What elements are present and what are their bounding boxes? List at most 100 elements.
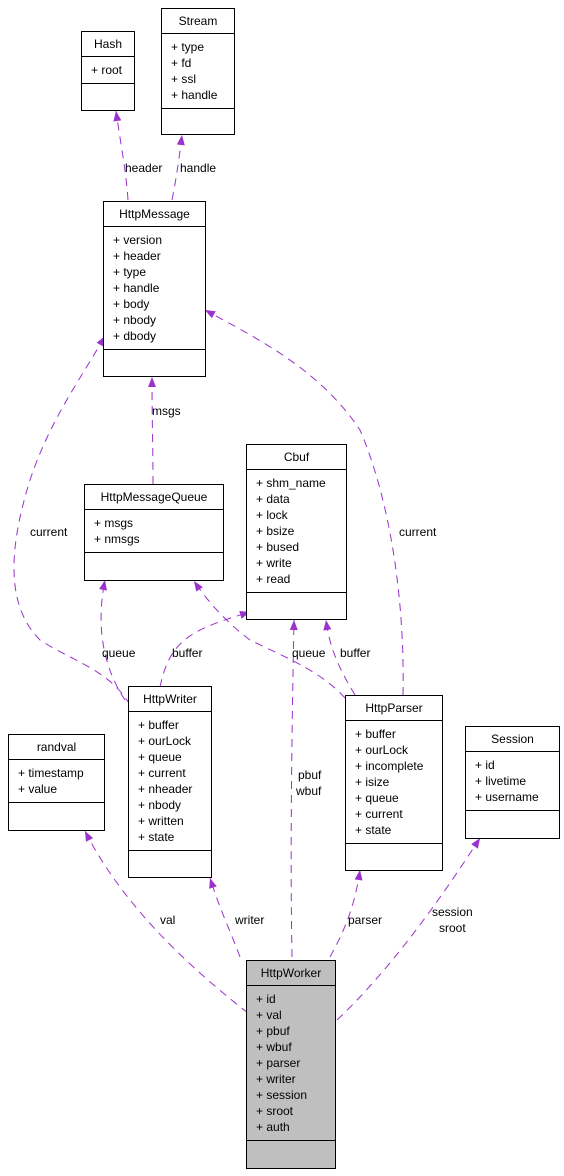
attribute: + auth	[256, 1120, 290, 1134]
class-title: HttpMessage	[104, 202, 205, 227]
attribute: + wbuf	[256, 1040, 292, 1054]
class-session: Session + id + livetime + username	[465, 726, 560, 839]
class-attributes: + shm_name + data + lock + bsize + bused…	[247, 470, 346, 593]
class-attributes: + id + livetime + username	[466, 752, 559, 811]
attribute: + parser	[256, 1056, 301, 1070]
attribute: + type	[113, 265, 147, 279]
attribute: + state	[355, 823, 392, 837]
attribute: + buffer	[355, 727, 396, 741]
class-attributes: + root	[82, 57, 134, 84]
attribute: + id	[475, 758, 495, 772]
edge-label-handle: handle	[180, 161, 217, 175]
attribute: + nbody	[138, 798, 182, 812]
class-title: Session	[466, 727, 559, 752]
attribute: + writer	[256, 1072, 296, 1086]
edge-header	[113, 110, 129, 201]
edge-label-buffer-writer: buffer	[172, 646, 203, 660]
class-attributes: + version + header + type + handle + bod…	[104, 227, 205, 350]
attribute: + handle	[113, 281, 160, 295]
attribute: + id	[256, 992, 276, 1006]
attribute: + ssl	[171, 72, 197, 86]
attribute: + header	[113, 249, 161, 263]
attribute: + timestamp	[18, 766, 84, 780]
edge-label-pbuf: pbuf	[298, 768, 322, 782]
edge-handle	[171, 134, 185, 201]
attribute: + queue	[355, 791, 399, 805]
attribute: + sroot	[256, 1104, 294, 1118]
attribute: + shm_name	[256, 476, 326, 490]
class-title: Hash	[82, 32, 134, 57]
edge-val	[84, 830, 249, 1014]
attribute: + val	[256, 1008, 282, 1022]
attribute: + isize	[355, 775, 390, 789]
edge-msgs	[148, 376, 157, 485]
edge-label-queue-parser: queue	[292, 646, 326, 660]
class-httpparser: HttpParser + buffer + ourLock + incomple…	[345, 695, 443, 871]
edge-label-current-right: current	[399, 525, 437, 539]
edge-label-buffer-parser: buffer	[340, 646, 371, 660]
attribute: + state	[138, 830, 175, 844]
class-httpmessage: HttpMessage + version + header + type + …	[103, 201, 206, 377]
attribute: + root	[91, 63, 123, 77]
class-attributes: + timestamp + value	[9, 760, 104, 803]
attribute: + current	[138, 766, 186, 780]
edge-buffer-writer	[159, 611, 251, 688]
attribute: + nmsgs	[94, 532, 140, 546]
class-stream: Stream + type + fd + ssl + handle	[161, 8, 235, 135]
attribute: + dbody	[113, 329, 157, 343]
attribute: + pbuf	[256, 1024, 290, 1038]
class-attributes: + msgs + nmsgs	[85, 510, 223, 553]
attribute: + session	[256, 1088, 308, 1102]
class-title: HttpWriter	[129, 687, 211, 712]
edge-writer	[209, 877, 241, 958]
edge-label-parser: parser	[348, 913, 383, 927]
edge-queue-writer	[99, 579, 126, 701]
class-cbuf: Cbuf + shm_name + data + lock + bsize + …	[246, 444, 347, 620]
attribute: + value	[18, 782, 58, 796]
attribute: + body	[113, 297, 150, 311]
attribute: + username	[475, 790, 539, 804]
attribute: + bsize	[256, 524, 295, 538]
attribute: + nheader	[138, 782, 193, 796]
attribute: + livetime	[475, 774, 527, 788]
class-httpworker: HttpWorker + id + val + pbuf + wbuf + pa…	[246, 960, 336, 1169]
attribute: + buffer	[138, 718, 179, 732]
class-randval: randval + timestamp + value	[8, 734, 105, 831]
attribute: + version	[113, 233, 163, 247]
class-httpmessagequeue: HttpMessageQueue + msgs + nmsgs	[84, 484, 224, 581]
edge-label-session: session	[432, 905, 473, 919]
attribute: + lock	[256, 508, 288, 522]
attribute: + written	[138, 814, 184, 828]
edge-queue-parser	[193, 580, 346, 699]
edge-label-val: val	[160, 913, 176, 927]
edge-label-header: header	[125, 161, 163, 175]
attribute: + nbody	[113, 313, 157, 327]
attribute: + type	[171, 40, 205, 54]
attribute: + write	[256, 556, 292, 570]
attribute: + msgs	[94, 516, 134, 530]
class-attributes: + type + fd + ssl + handle	[162, 34, 234, 109]
edge-parser	[329, 869, 363, 958]
edge-label-wbuf: wbuf	[296, 784, 322, 798]
attribute: + data	[256, 492, 290, 506]
class-title: HttpParser	[346, 696, 442, 721]
attribute: + fd	[171, 56, 192, 70]
edge-label-writer: writer	[235, 913, 265, 927]
attribute: + ourLock	[355, 743, 409, 757]
class-hash: Hash + root	[81, 31, 135, 111]
class-attributes: + buffer + ourLock + queue + current + n…	[129, 712, 211, 851]
edge-buffer-parser	[323, 619, 356, 696]
class-title: HttpMessageQueue	[85, 485, 223, 510]
class-attributes: + id + val + pbuf + wbuf + parser + writ…	[247, 986, 335, 1141]
attribute: + queue	[138, 750, 182, 764]
attribute: + ourLock	[138, 734, 192, 748]
class-title: randval	[9, 735, 104, 760]
edge-current-left	[13, 335, 131, 706]
class-title: Stream	[162, 9, 234, 34]
edge-current-right	[204, 309, 404, 696]
attribute: + incomplete	[355, 759, 424, 773]
class-title: HttpWorker	[247, 961, 335, 986]
attribute: + bused	[256, 540, 300, 554]
edge-label-msgs: msgs	[152, 404, 181, 418]
